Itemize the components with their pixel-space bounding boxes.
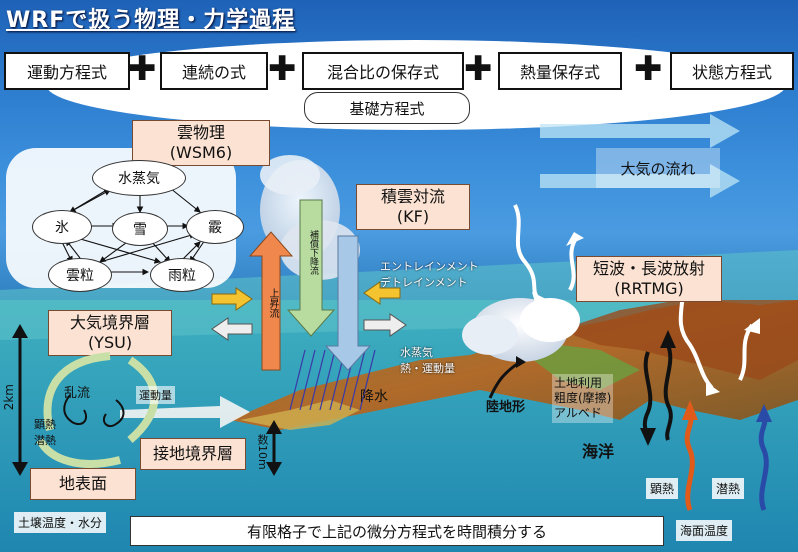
radiation-scheme: (RRTMG) — [614, 279, 684, 298]
surface-layer-box: 接地境界層 — [140, 438, 246, 470]
bottom-statement: 有限格子で上記の微分方程式を時間積分する — [130, 516, 664, 546]
downdraft-arrow — [286, 199, 336, 337]
convection-scheme: (KF) — [396, 207, 430, 226]
entrainment-label: エントレインメント — [380, 260, 479, 273]
plus-icon: ✚ — [128, 49, 157, 89]
node-snow: 雪 — [112, 212, 168, 246]
convection-box: 積雲対流 (KF) — [356, 184, 470, 230]
turbulence-label: 乱流 — [64, 386, 91, 401]
plus-icon: ✚ — [464, 49, 493, 89]
ocean-sensible-label: 顕熱 — [646, 478, 679, 499]
node-ice: 氷 — [32, 210, 92, 244]
land-surface-box: 地表面 — [30, 468, 136, 500]
albedo-label: アルベド — [554, 406, 602, 420]
cloud-physics-scheme: (WSM6) — [169, 143, 233, 162]
entrainment-arrow — [363, 281, 401, 305]
convection-title: 積雲対流 — [380, 187, 445, 206]
plus-icon: ✚ — [634, 49, 663, 89]
inflow-arrow — [211, 287, 253, 311]
cloud-physics-box: 雲物理 (WSM6) — [132, 120, 270, 166]
updraft-label: 上昇流 — [267, 288, 278, 318]
page-title: WRFで扱う物理・力学過程 — [6, 8, 296, 33]
sst-label: 海面温度 — [676, 520, 733, 541]
precipitation-label: 降水 — [360, 389, 388, 405]
atmosphere-flow-label: 大気の流れ — [596, 148, 720, 188]
roughness-label: 粗度(摩擦) — [554, 391, 612, 405]
boundary-layer-box: 大気境界層 (YSU) — [48, 310, 172, 356]
radiation-title: 短波・長波放射 — [592, 259, 705, 278]
equation-box-mixing-ratio: 混合比の保存式 — [302, 52, 464, 90]
equation-box-continuity: 連続の式 — [160, 52, 268, 90]
node-raindrop: 雨粒 — [150, 258, 214, 292]
boundary-layer-scheme: (YSU) — [87, 333, 133, 352]
height-2km-label: 2km — [2, 384, 16, 411]
ocean-label: 海洋 — [582, 442, 615, 461]
plus-icon: ✚ — [268, 49, 297, 89]
node-cloud-droplet: 雲粒 — [48, 258, 112, 292]
vapor-label: 水蒸気 — [400, 346, 433, 359]
equation-box-motion: 運動方程式 — [4, 52, 130, 90]
base-equations-label: 基礎方程式 — [304, 92, 470, 124]
radiation-box: 短波・長波放射 (RRTMG) — [576, 256, 722, 302]
node-water-vapor: 水蒸気 — [92, 160, 186, 196]
land-use-labels: 土地利用 粗度(摩擦) アルベド — [552, 374, 614, 423]
land-surface-title: 地表面 — [58, 474, 107, 493]
node-graupel: 霰 — [186, 210, 244, 244]
updraft-arrow — [248, 231, 294, 371]
equation-box-heat: 熱量保存式 — [498, 52, 622, 90]
convection-downward-arrow — [324, 235, 372, 371]
terrain-label: 陸地形 — [486, 400, 526, 415]
detrainment-label: デトレインメント — [380, 276, 468, 289]
land-use-label: 土地利用 — [554, 376, 603, 390]
surface-flow-arrow — [120, 396, 250, 428]
downdraft-label: 補償下降流 — [308, 230, 318, 275]
latent-heat-label: 潜熱 — [34, 434, 56, 447]
ocean-latent-label: 潜熱 — [712, 478, 745, 499]
cloud-physics-title: 雲物理 — [176, 123, 225, 142]
sensible-heat-label: 顕熱 — [34, 418, 56, 431]
detrainment-arrow — [363, 313, 407, 337]
boundary-layer-title: 大気境界層 — [69, 313, 150, 332]
outflow-left-arrow — [211, 317, 253, 341]
surface-layer-title: 接地境界層 — [152, 444, 233, 463]
height-10m-label: 数10m — [256, 434, 269, 470]
momentum-label: 運動量 — [136, 386, 175, 404]
soil-label: 土壌温度・水分 — [14, 512, 107, 533]
equation-box-state: 状態方程式 — [670, 52, 794, 90]
heat-momentum-label: 熱・運動量 — [400, 362, 455, 375]
